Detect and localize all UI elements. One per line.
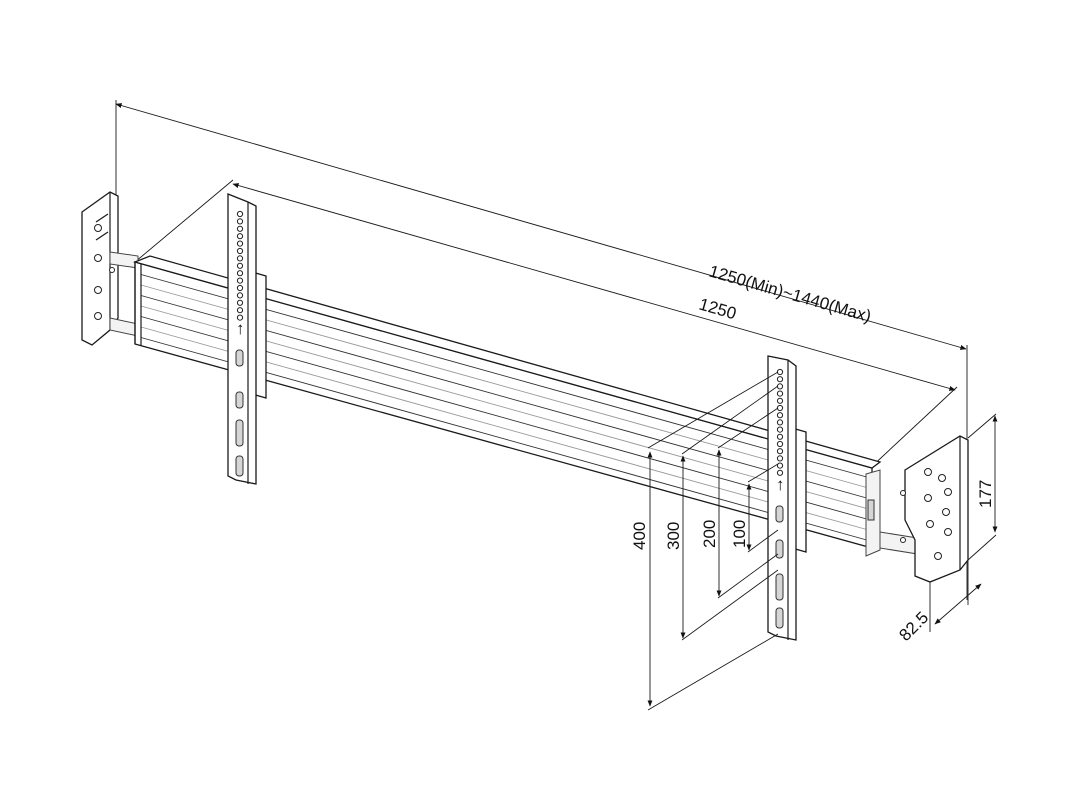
bracket-dimensions [929,413,998,632]
vesa-300-label: 300 [664,522,683,550]
bracket-height-label: 177 [976,480,995,508]
vesa-dimensions [647,371,779,711]
vesa-200-label: 200 [700,520,719,548]
right-wall-bracket [865,435,969,583]
bracket-depth-label: 82.5 [895,608,932,645]
rail-length-dimension [134,179,958,471]
rail-length-label: 1250 [697,295,739,324]
arrow-up-icon: ↑ [236,319,245,338]
vesa-400-label: 400 [630,522,649,550]
right-tv-arm: ↑ [767,355,807,641]
left-wall-bracket [81,191,119,346]
left-tv-arm: ↑ [227,193,267,485]
vesa-100-label: 100 [730,520,749,548]
arrow-up-icon: ↑ [776,475,785,494]
